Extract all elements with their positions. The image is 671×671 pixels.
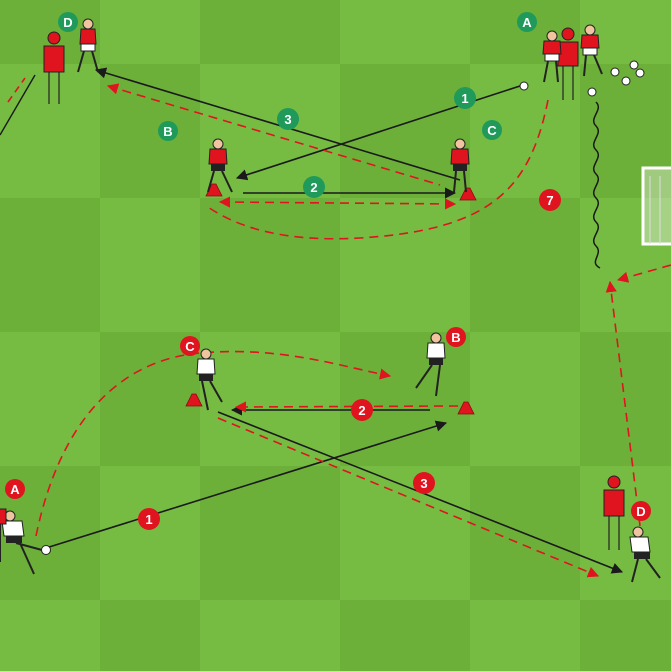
svg-text:7: 7 <box>546 193 553 208</box>
player-white-icon <box>415 332 446 397</box>
player-red-icon <box>77 18 99 73</box>
run-line-b-to-c-bottom <box>234 401 459 413</box>
position-label-c-bottom: C <box>180 336 200 356</box>
cone-icon <box>185 393 203 407</box>
step-label-2-bottom: 2 <box>351 399 373 421</box>
run-line-c-to-d-bottom <box>217 417 600 578</box>
dribble-path <box>593 101 601 269</box>
ball-icon <box>629 60 639 70</box>
svg-text:C: C <box>487 123 497 138</box>
svg-text:1: 1 <box>145 512 152 527</box>
mannequin-icon <box>603 475 625 550</box>
svg-text:D: D <box>63 15 72 30</box>
run-line-b-to-c <box>218 196 457 210</box>
player-red-icon <box>450 138 470 193</box>
position-label-a-top: A <box>517 12 537 32</box>
cone-icon <box>459 187 477 201</box>
svg-text:2: 2 <box>310 180 317 195</box>
svg-text:B: B <box>451 330 460 345</box>
svg-text:A: A <box>522 15 532 30</box>
run-line-goal-return <box>616 264 671 283</box>
svg-text:3: 3 <box>420 476 427 491</box>
svg-text:2: 2 <box>358 403 365 418</box>
run-line-d-to-goal <box>605 280 641 527</box>
player-white-icon <box>196 348 223 411</box>
position-label-d-bottom: D <box>631 501 651 521</box>
run-line-d-to-c <box>106 83 441 186</box>
player-red-icon <box>0 508 7 562</box>
step-label-1-bottom: 1 <box>138 508 160 530</box>
player-red-icon <box>542 30 562 83</box>
ball-icon <box>41 545 51 555</box>
player-white-icon <box>1 510 43 575</box>
ball-icon <box>635 68 645 78</box>
player-red-icon <box>207 138 233 193</box>
player-red-icon <box>580 24 603 77</box>
position-label-d-top: D <box>58 12 78 32</box>
position-label-b-bottom: B <box>446 327 466 347</box>
step-label-2-top: 2 <box>303 176 325 198</box>
svg-text:D: D <box>636 504 645 519</box>
position-label-a-bottom: A <box>5 479 25 499</box>
step-label-1-top: 1 <box>454 87 476 109</box>
player-white-icon <box>629 526 661 583</box>
step-label-7-top: 7 <box>539 189 561 211</box>
position-label-b-top: B <box>158 121 178 141</box>
svg-text:A: A <box>10 482 20 497</box>
mannequin-icon <box>43 31 65 104</box>
svg-text:B: B <box>163 124 172 139</box>
ball-icon <box>621 76 631 86</box>
run-line-c-around <box>204 99 549 240</box>
run-line-left-edge-red <box>7 77 26 103</box>
ball-icon <box>610 67 620 77</box>
pass-line-step-3 <box>94 67 461 181</box>
goal-icon <box>641 166 671 246</box>
step-label-3-top: 3 <box>277 108 299 130</box>
cone-icon <box>457 401 475 415</box>
run-line-left-edge <box>0 74 36 136</box>
position-label-c-top: C <box>482 120 502 140</box>
pass-line-step-1-bottom <box>45 420 448 549</box>
ball-icon <box>587 87 597 97</box>
step-label-3-bottom: 3 <box>413 472 435 494</box>
svg-text:3: 3 <box>284 112 291 127</box>
svg-text:1: 1 <box>461 91 468 106</box>
svg-text:C: C <box>185 339 195 354</box>
ball-icon <box>519 81 529 91</box>
